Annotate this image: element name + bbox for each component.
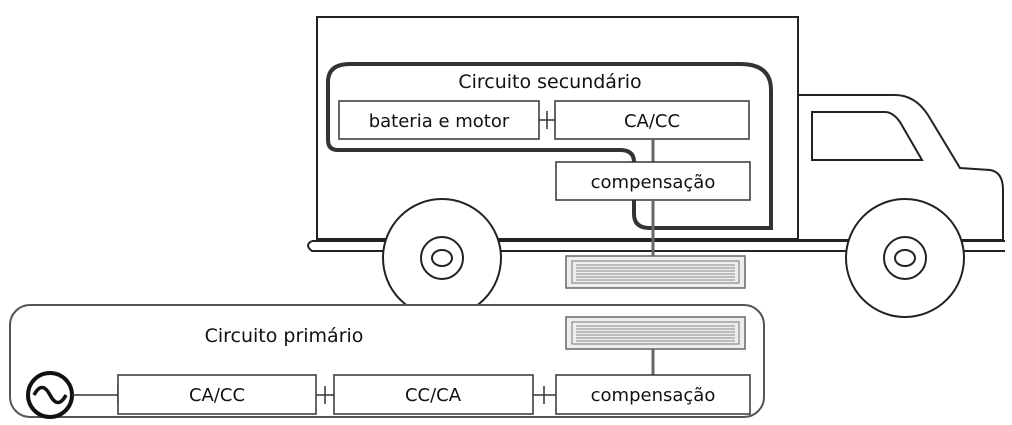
primary-inverter-box [333,374,534,415]
primary-circuit-title: Circuito primário [205,325,364,347]
primary-rectifier-label: CA/CC [189,385,245,406]
secondary-compensation-box [555,161,751,201]
secondary-compensation-label: compensação [591,172,716,193]
inverter-compensation-connector [533,386,556,404]
truck-cab [797,94,1004,241]
secondary-circuit-title: Circuito secundário [458,71,641,93]
battery-motor-label: bateria e motor [369,111,510,132]
rectifier-inverter-connector [316,386,334,404]
receiver-coil [565,255,746,289]
primary-inverter-label: CC/CA [405,385,462,406]
secondary-converter-label: CA/CC [624,111,680,132]
battery-motor-box [338,100,540,140]
truck-cab-window [811,111,924,161]
primary-compensation-label: compensação [591,385,716,406]
battery-converter-connector [539,111,555,129]
transmitter-coil [565,316,746,350]
truck-rear-wheel [382,198,502,318]
ac-source-icon [26,371,74,419]
truck-chassis-overlay [312,240,1005,252]
truck-front-wheel [845,198,965,318]
primary-compensation-box [555,374,751,415]
primary-rectifier-box [117,374,317,415]
